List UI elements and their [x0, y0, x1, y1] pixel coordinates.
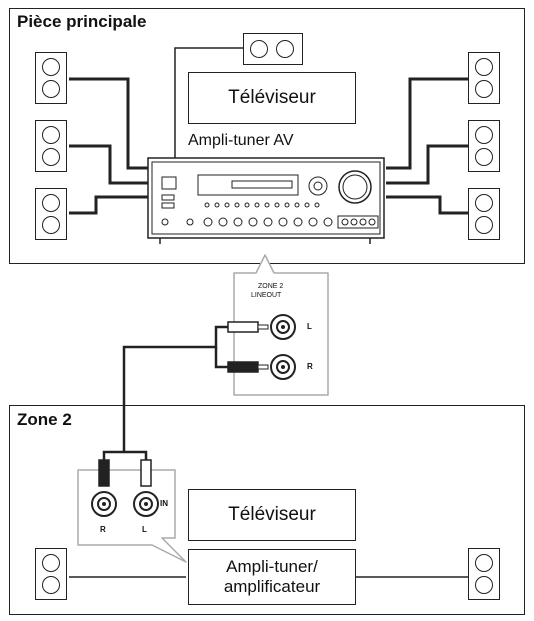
surround-right-wire	[386, 144, 468, 185]
zone2-audio-cable	[122, 325, 228, 452]
rca-plug-l-in	[140, 459, 152, 487]
zone2-amp-label-1: Ampli-tuner/	[226, 557, 318, 576]
main-room-title: Pièce principale	[17, 12, 147, 31]
zone2-cable-split	[102, 450, 148, 462]
back-left-wire	[69, 195, 152, 215]
av-receiver-unit	[147, 157, 385, 244]
zone2-tv-box: Téléviseur	[188, 489, 356, 541]
speaker-front-left	[35, 52, 67, 104]
in-label: IN	[160, 499, 168, 508]
jack-label-l: L	[307, 322, 312, 331]
speaker-back-right	[468, 188, 500, 240]
main-receiver-label-box: Ampli-tuner AV	[188, 127, 324, 155]
zone2-speaker-left	[35, 548, 67, 600]
main-receiver-label: Ampli-tuner AV	[188, 132, 294, 149]
rca-plug-r-in	[98, 459, 110, 487]
front-left-wire	[69, 77, 152, 170]
center-speaker	[243, 33, 303, 65]
input-callout	[77, 469, 187, 563]
zone2-amp-box: Ampli-tuner/ amplificateur	[188, 549, 356, 605]
surround-left-wire	[69, 144, 152, 185]
zone2-audio-cable-r	[214, 347, 228, 369]
in-label-r: R	[100, 525, 106, 534]
zone-out-label-1: ZONE 2	[258, 283, 284, 290]
lineout-callout	[233, 254, 329, 396]
zone2-tv-label: Téléviseur	[228, 504, 316, 525]
speaker-back-left	[35, 188, 67, 240]
speaker-surround-right	[468, 120, 500, 172]
in-label-l: L	[142, 525, 147, 534]
zone2-speaker-right	[468, 548, 500, 600]
jack-label-r: R	[307, 362, 313, 371]
main-tv-label: Téléviseur	[228, 87, 316, 108]
front-right-wire	[386, 77, 468, 170]
back-right-wire	[386, 195, 468, 215]
zone-out-label-2: LINEOUT	[251, 292, 282, 299]
zone2-amp-label-2: amplificateur	[223, 577, 321, 596]
center-speaker-wire	[174, 47, 243, 162]
speaker-surround-left	[35, 120, 67, 172]
main-tv-box: Téléviseur	[188, 72, 356, 124]
zone2-title: Zone 2	[17, 410, 72, 429]
speaker-front-right	[468, 52, 500, 104]
